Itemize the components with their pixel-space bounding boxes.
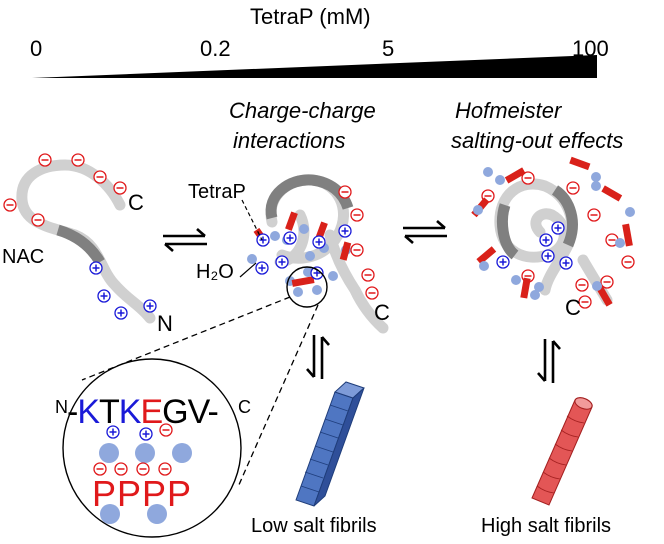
label-water: H₂O	[196, 261, 234, 283]
residue-0: -	[67, 393, 78, 431]
residue-4: E	[140, 393, 163, 431]
heading-left-line1: Charge-charge	[229, 98, 376, 123]
label-tetrap: TetraP	[188, 181, 246, 203]
heading-left-line2: interactions	[233, 128, 346, 153]
residue-1: K	[77, 393, 100, 431]
fibril-red-icon	[531, 397, 593, 506]
sequence-c-suffix: C	[238, 397, 251, 417]
scale-tick-2: 5	[382, 36, 395, 61]
scale-tick-3: 100	[572, 36, 609, 61]
peptide-charge-interactions	[81, 174, 389, 488]
zoom-inset	[62, 358, 242, 538]
residue-7: -	[207, 393, 218, 431]
label-low-salt: Low salt fibrils	[251, 515, 377, 537]
label-c-right: C	[565, 295, 581, 320]
label-c-middle: C	[374, 300, 390, 325]
label-c-left: C	[128, 190, 144, 215]
residue-6: V	[187, 393, 209, 431]
residue-2: T	[99, 393, 120, 431]
sequence-n-prefix: N	[55, 397, 68, 417]
fibril-icon	[295, 381, 365, 507]
label-n-left: N	[157, 311, 173, 336]
concentration-wedge	[32, 55, 597, 78]
sequence-residues: -KTKEGV-	[67, 393, 219, 431]
heading-right-line1: Hofmeister	[455, 98, 562, 123]
peptide-unbound	[3, 153, 157, 324]
scale-title: TetraP (mM)	[250, 4, 371, 29]
residue-3: K	[118, 393, 142, 431]
label-nac: NAC	[2, 246, 45, 268]
peptide-salting-out	[471, 156, 635, 309]
sequence-pppp: PPPP	[92, 473, 193, 514]
residue-5: G	[162, 393, 188, 431]
scale-tick-0: 0	[30, 36, 43, 61]
heading-right-line2: salting-out effects	[451, 128, 624, 153]
label-high-salt: High salt fibrils	[481, 515, 612, 537]
scale-tick-1: 0.2	[200, 36, 231, 61]
